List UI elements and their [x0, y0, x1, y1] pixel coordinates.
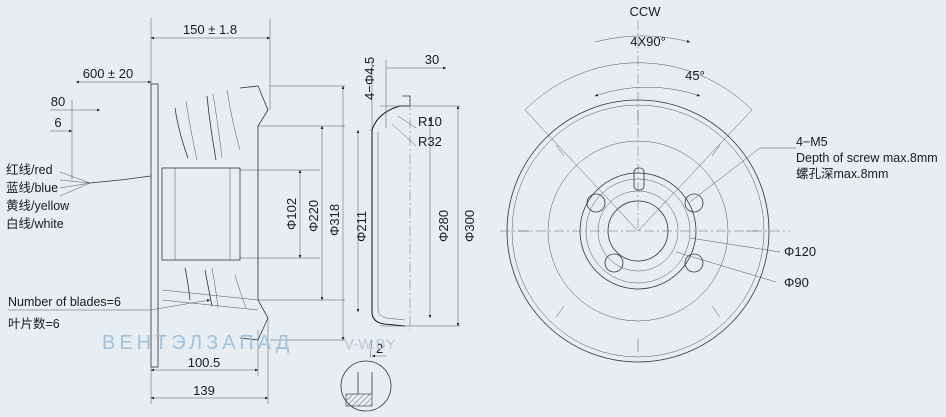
cable	[89, 175, 152, 184]
dim-d120: Φ120	[784, 244, 816, 259]
blade	[174, 107, 189, 159]
dim-r32: R32	[418, 134, 442, 149]
dim-d280: Φ280	[436, 210, 451, 242]
side-view: 150 ± 1.8 600 ± 20 80 6 红线/red 蓝线/blue 黄…	[6, 18, 345, 404]
wire-yellow-label: 黄线/yellow	[6, 199, 70, 213]
dim-30: 30	[425, 52, 439, 67]
dim-d220: Φ220	[306, 200, 321, 232]
dim-tip: 6	[54, 115, 61, 130]
dim-r10: R10	[418, 114, 442, 129]
blades-label-en: Number of blades=6	[8, 295, 121, 309]
screw-depth-cn: 螺孔深max.8mm	[796, 167, 888, 181]
watermark-site: V-W.BY	[344, 336, 396, 353]
blades-label-cn: 叶片数=6	[8, 316, 60, 331]
motor-body	[161, 167, 241, 261]
watermark-brand: ВЕНТЭЛЗАПАД	[102, 332, 293, 354]
dim-d300: Φ300	[462, 210, 477, 242]
detail-circle	[340, 360, 392, 412]
blade	[206, 95, 217, 161]
blade	[184, 267, 191, 301]
rotation-label: CCW	[629, 4, 661, 19]
dim-2: 2	[376, 341, 383, 356]
screw-label: 4−M5	[796, 135, 828, 149]
angle-label: 45°	[685, 68, 705, 83]
front-view: CCW 4X90° 45° 4−M5 Depth of screw max.8m…	[500, 4, 938, 363]
blade	[204, 269, 213, 307]
backplate	[239, 85, 269, 341]
dim-d90: Φ90	[784, 275, 809, 290]
wire-red-label: 红线/red	[6, 162, 53, 177]
dim-d318: Φ318	[327, 204, 342, 236]
dim-strip: 80	[51, 94, 65, 109]
section-view: Φ211 Φ280 Φ300 4−Φ4.5 30 R10 R32 2	[340, 52, 477, 412]
shroud-profile	[371, 130, 406, 327]
dim-1005: 100.5	[188, 355, 221, 370]
pattern-label: 4X90°	[630, 34, 666, 49]
wire-blue-label: 蓝线/blue	[6, 181, 58, 195]
dim-d211: Φ211	[354, 211, 369, 242]
wire-white-label: 白线/white	[6, 216, 64, 231]
dim-139: 139	[193, 383, 215, 398]
inlet-flange	[150, 83, 159, 368]
screw-depth-en: Depth of screw max.8mm	[796, 151, 938, 165]
dim-cable: 600 ± 20	[83, 66, 134, 81]
dim-holes: 4−Φ4.5	[362, 57, 377, 100]
dim-d102: Φ102	[284, 198, 299, 230]
dim-width: 150 ± 1.8	[183, 22, 237, 37]
